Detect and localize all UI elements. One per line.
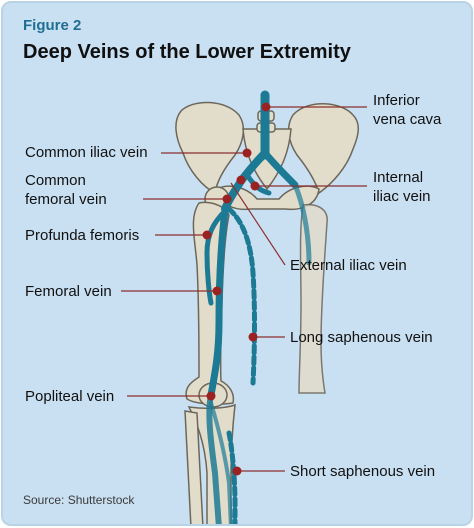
- vein-diagram: Inferior vena cava Common iliac vein Com…: [25, 90, 442, 524]
- label-popliteal: Popliteal vein: [25, 388, 114, 405]
- right-leg-vein: [292, 182, 312, 266]
- labels: Inferior vena cava Common iliac vein Com…: [25, 92, 442, 480]
- marker-popliteal: [206, 391, 216, 401]
- marker-femoral: [212, 286, 222, 296]
- label-inferior-vena-cava-line1: Inferior: [373, 92, 420, 109]
- femoral-vein: [207, 207, 229, 399]
- left-fibula: [184, 410, 204, 524]
- calf-vein: [209, 401, 233, 524]
- right-ilium: [287, 103, 359, 195]
- right-femur: [298, 203, 328, 394]
- pubic-bones: [216, 185, 320, 211]
- label-common-femoral-line1: Common: [25, 172, 86, 189]
- marker-common-femoral: [222, 194, 232, 204]
- figure-title: Deep Veins of the Lower Extremity: [23, 41, 351, 63]
- label-internal-iliac-line1: Internal: [373, 169, 423, 186]
- marker-external-iliac: [236, 175, 246, 185]
- label-common-femoral-line2: femoral vein: [25, 191, 107, 208]
- marker-common-iliac: [242, 148, 252, 158]
- marker-short-saphenous: [232, 466, 242, 476]
- marker-profunda: [202, 230, 212, 240]
- right-common-iliac: [261, 149, 299, 189]
- label-profunda-femoris: Profunda femoris: [25, 227, 139, 244]
- label-long-saphenous: Long saphenous vein: [290, 329, 433, 346]
- marker-ivc: [261, 102, 271, 112]
- label-internal-iliac-line2: iliac vein: [373, 188, 431, 205]
- label-femoral-vein: Femoral vein: [25, 283, 112, 300]
- label-common-iliac: Common iliac vein: [25, 144, 148, 161]
- long-saphenous-vein: [226, 206, 257, 386]
- leader-lines: [121, 106, 367, 472]
- label-inferior-vena-cava-line2: vena cava: [373, 111, 442, 128]
- markers: [202, 102, 271, 476]
- profunda-femoris: [204, 208, 228, 306]
- label-short-saphenous: Short saphenous vein: [290, 463, 435, 480]
- left-ilium: [175, 101, 245, 195]
- marker-long-saphenous: [248, 332, 258, 342]
- source-credit: Source: Shutterstock: [23, 493, 135, 507]
- marker-internal-iliac: [250, 181, 260, 191]
- label-external-iliac: External iliac vein: [290, 257, 407, 274]
- figure-label: Figure 2: [23, 17, 82, 34]
